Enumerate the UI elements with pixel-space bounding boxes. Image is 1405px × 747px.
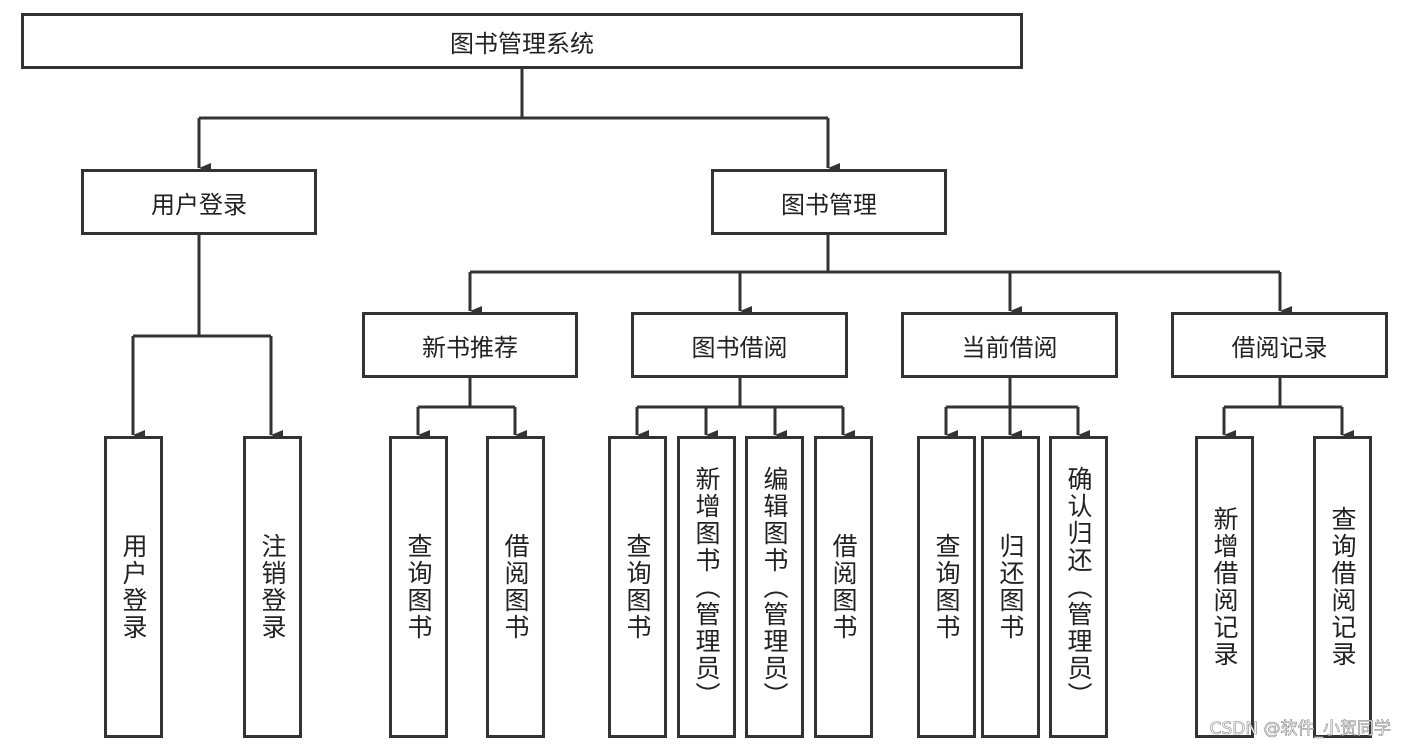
node-label: 确认归还（管理员） [1064,465,1093,709]
node-label: 用户登录 [119,533,148,641]
node-label: 图书借阅 [691,333,788,362]
node-label: 查询借阅记录 [1328,506,1357,668]
watermark: CSDN @软件_小贺同学 [1209,719,1391,740]
node-label: 查询图书 [932,533,961,641]
node-label: 查询图书 [623,533,652,641]
node-label: 借阅图书 [829,533,858,641]
node-label: 新增图书（管理员） [692,465,721,709]
node-label: 借阅图书 [501,533,530,641]
node-leaf: 借阅图书 [814,436,873,738]
node-label: 当前借阅 [961,333,1058,362]
node-logout: 注销登录 [243,436,302,738]
node-leaf: 新增图书（管理员） [677,436,736,738]
node-book-management: 图书管理 [711,169,947,235]
node-leaf: 查询图书 [917,436,976,738]
node-label: 用户登录 [151,190,247,219]
node-current-borrow: 当前借阅 [901,312,1118,378]
node-label: 注销登录 [258,533,287,641]
node-label: 归还图书 [996,533,1025,641]
node-login: 用户登录 [104,436,163,738]
node-label: 查询图书 [404,533,433,641]
node-leaf: 编辑图书（管理员） [745,436,804,738]
node-leaf: 查询图书 [608,436,667,738]
node-leaf: 查询借阅记录 [1313,436,1372,738]
node-leaf: 借阅图书 [486,436,545,738]
node-label: 图书管理系统 [450,29,594,58]
node-label: 新书推荐 [422,333,518,362]
node-new-books: 新书推荐 [362,312,578,378]
node-label: 借阅记录 [1231,333,1328,362]
node-leaf: 新增借阅记录 [1195,436,1254,738]
node-label: 编辑图书（管理员） [760,465,789,709]
node-label: 新增借阅记录 [1210,506,1239,668]
node-leaf: 确认归还（管理员） [1049,436,1108,738]
node-user-login: 用户登录 [81,169,317,235]
node-label: 图书管理 [781,190,877,219]
node-borrow-records: 借阅记录 [1171,312,1388,378]
node-book-borrow: 图书借阅 [631,312,848,378]
node-root: 图书管理系统 [21,13,1023,69]
node-leaf: 查询图书 [389,436,448,738]
node-leaf: 归还图书 [981,436,1040,738]
